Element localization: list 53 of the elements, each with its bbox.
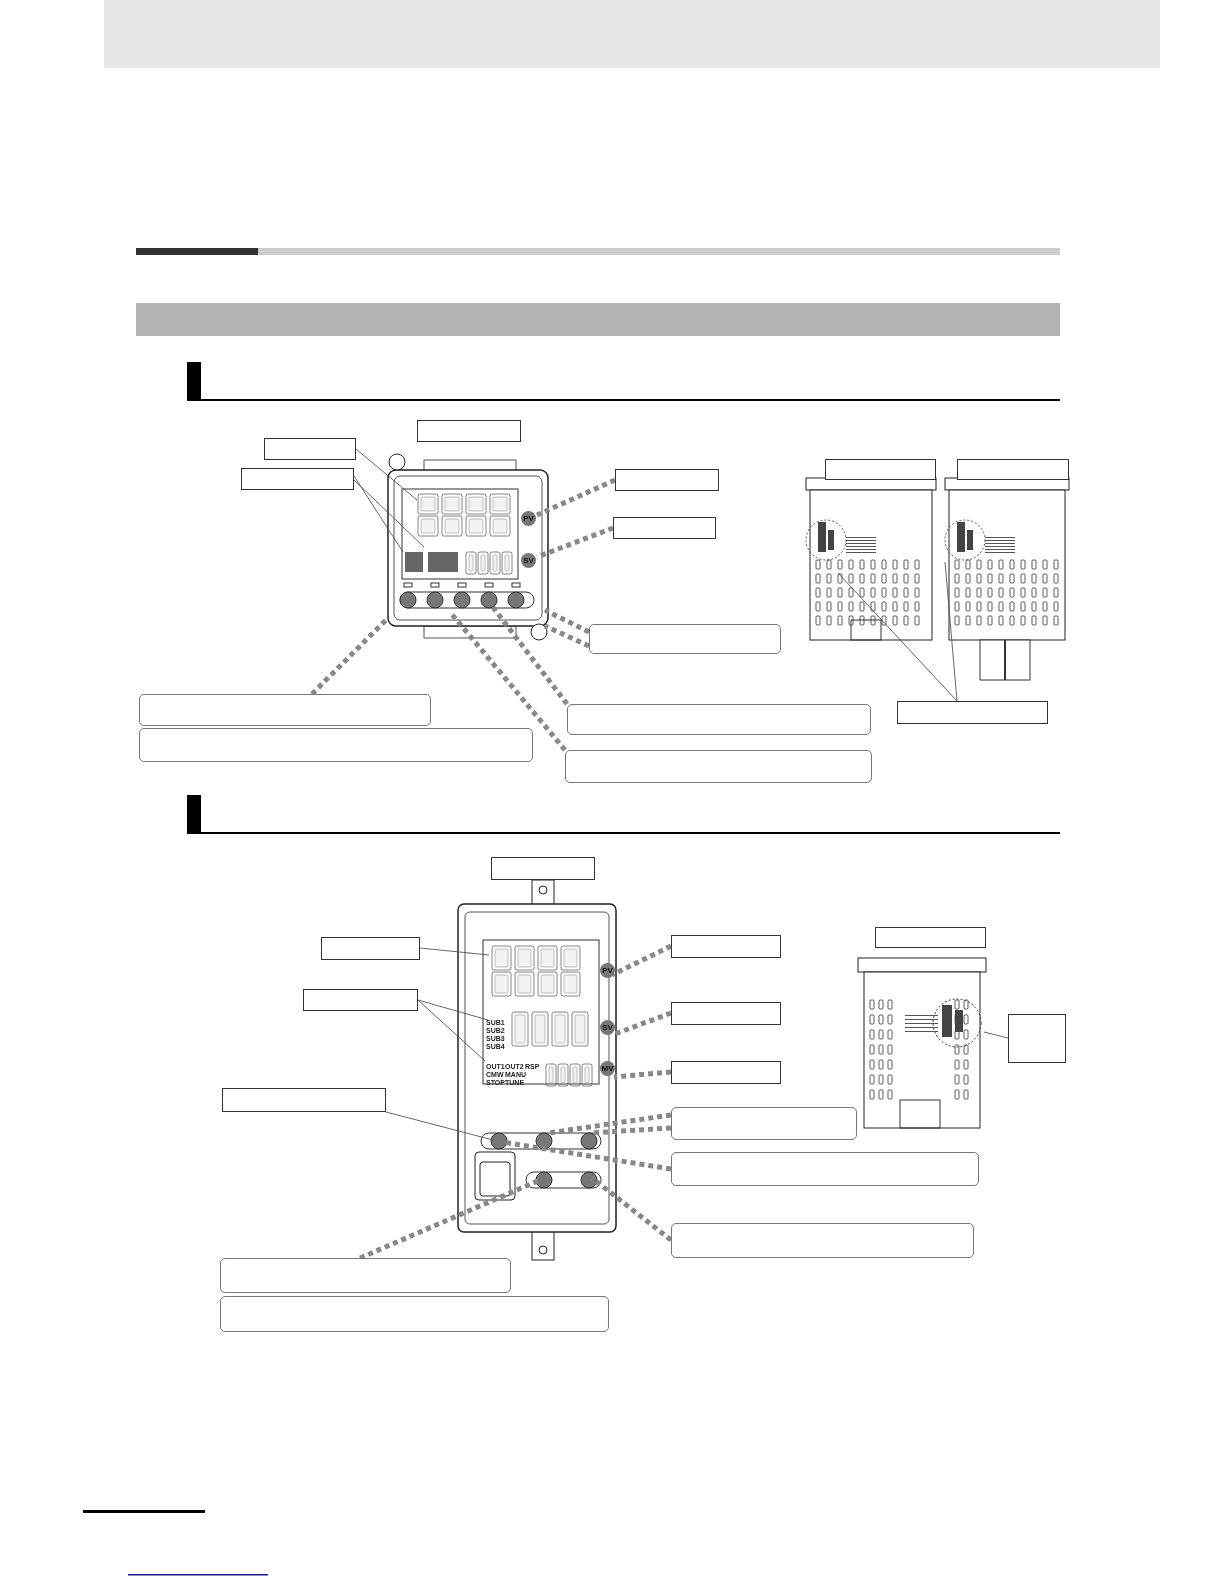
callout-box bbox=[139, 694, 431, 726]
callout-box bbox=[671, 1061, 781, 1084]
callout-box bbox=[565, 750, 872, 783]
callout-box bbox=[417, 420, 521, 442]
leader-line bbox=[547, 1112, 672, 1136]
controller-side-drawing bbox=[805, 477, 937, 641]
leader-line bbox=[419, 947, 490, 956]
leader-line bbox=[535, 477, 617, 518]
callout-box bbox=[957, 459, 1069, 480]
leader-line bbox=[543, 607, 591, 635]
controller-side-drawing bbox=[944, 477, 1070, 681]
callout-box bbox=[671, 1002, 781, 1025]
callout-box bbox=[264, 438, 356, 460]
leader-line bbox=[353, 479, 425, 548]
callout-box bbox=[491, 857, 595, 880]
leader-line bbox=[417, 999, 489, 1021]
callout-box bbox=[1008, 1014, 1066, 1063]
leader-line bbox=[385, 1111, 494, 1141]
callout-box bbox=[671, 1223, 974, 1258]
callout-box bbox=[897, 701, 1048, 724]
controller-front-drawing bbox=[457, 879, 617, 1261]
leader-line bbox=[417, 999, 486, 1062]
callout-box bbox=[220, 1296, 609, 1332]
callout-box bbox=[671, 935, 781, 958]
callout-box bbox=[615, 469, 719, 491]
leader-line bbox=[490, 604, 569, 706]
leader-line bbox=[613, 1069, 672, 1080]
callout-box bbox=[671, 1107, 857, 1140]
leader-line bbox=[310, 616, 390, 696]
callout-box bbox=[589, 624, 781, 654]
callout-box bbox=[613, 517, 716, 539]
leader-line bbox=[353, 475, 404, 553]
callout-box bbox=[303, 989, 418, 1011]
controller-front-drawing bbox=[387, 453, 549, 641]
leader-line bbox=[543, 623, 591, 649]
callout-box bbox=[671, 1152, 979, 1186]
leader-line bbox=[536, 525, 614, 560]
heading-band bbox=[136, 303, 1060, 336]
callout-box bbox=[321, 937, 420, 960]
controller-side-drawing bbox=[857, 957, 987, 1129]
callout-box bbox=[220, 1258, 511, 1293]
leader-line bbox=[983, 1031, 1009, 1039]
callout-box bbox=[567, 704, 871, 735]
callout-box bbox=[241, 468, 354, 490]
leader-line bbox=[837, 572, 958, 702]
callout-box bbox=[875, 927, 986, 948]
leader-line bbox=[355, 448, 418, 501]
leader-line bbox=[610, 943, 673, 978]
callout-box bbox=[825, 459, 936, 480]
leader-line bbox=[359, 1177, 541, 1261]
callout-box bbox=[139, 728, 533, 762]
leader-line bbox=[590, 1176, 673, 1242]
callout-box bbox=[222, 1088, 386, 1112]
